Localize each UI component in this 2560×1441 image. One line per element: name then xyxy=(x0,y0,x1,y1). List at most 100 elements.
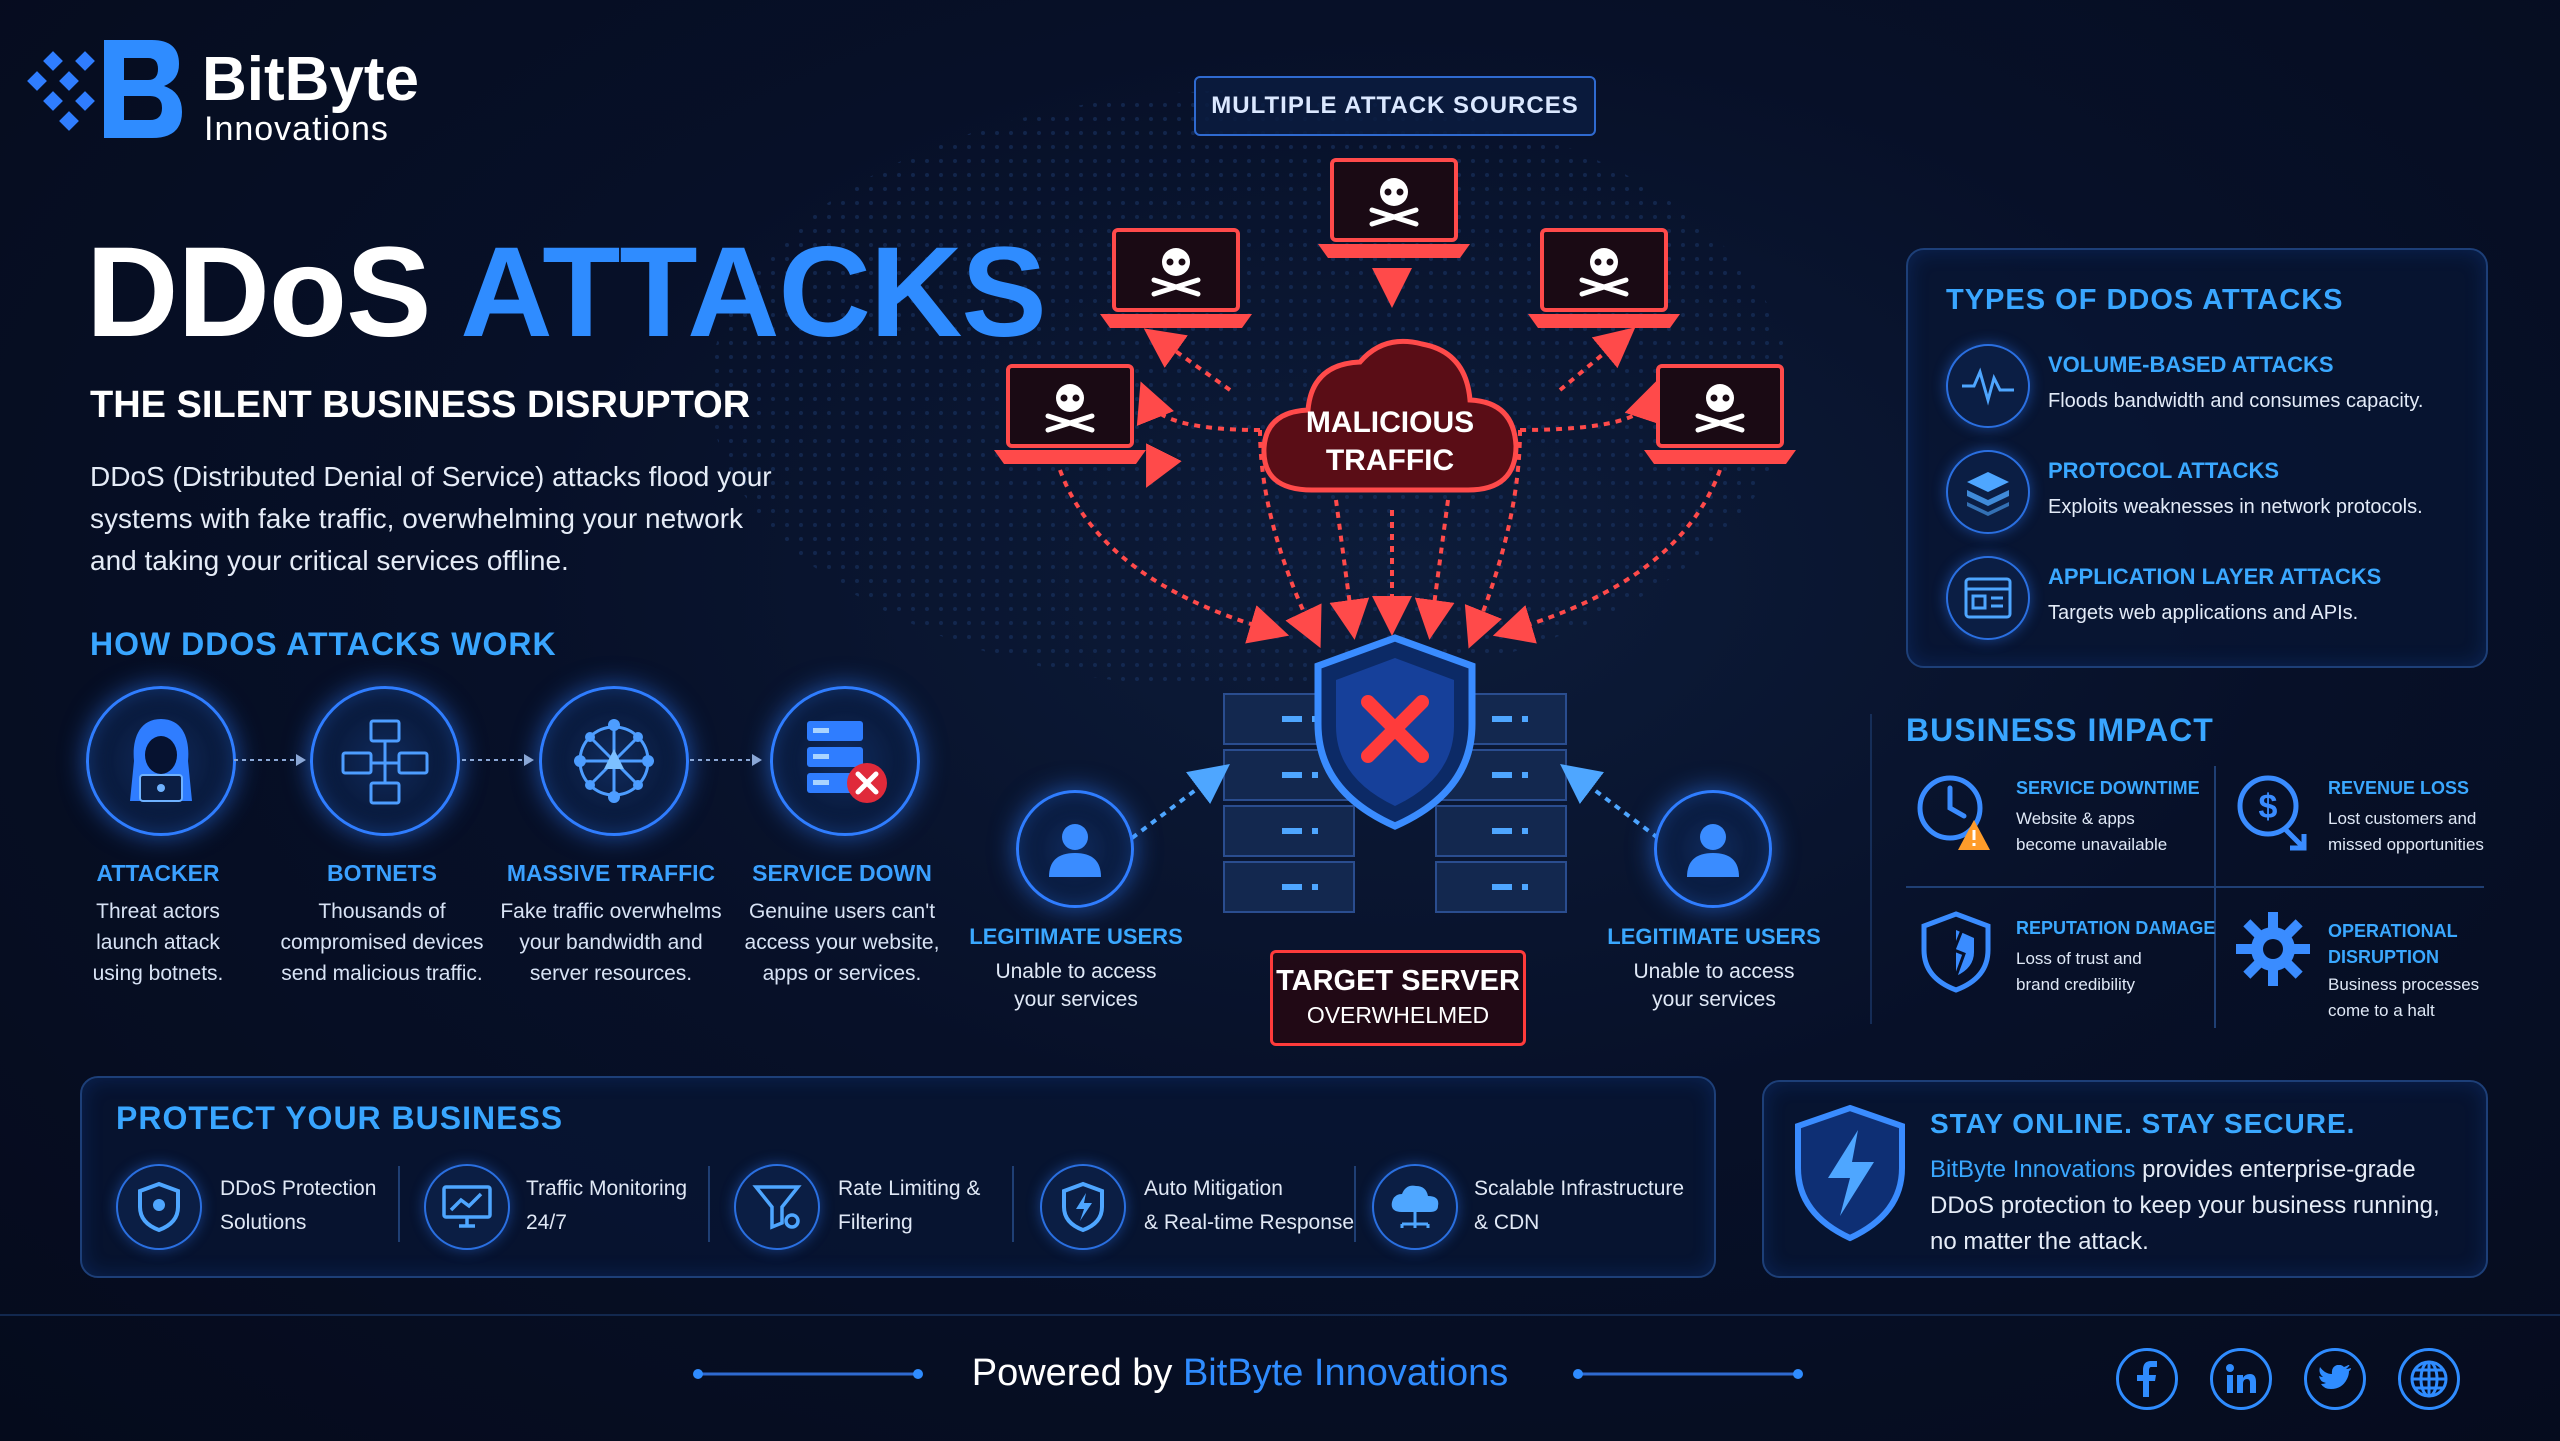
brand-sub: Innovations xyxy=(204,110,389,148)
protect-5-l1: Scalable Infrastructure xyxy=(1474,1177,1685,1200)
attacker-laptop-left xyxy=(994,364,1146,464)
footer-brand-link[interactable]: BitByte Innovations xyxy=(1182,1352,1509,1394)
type-1-title: VOLUME-BASED ATTACKS xyxy=(2048,352,2334,377)
step-4-title: SERVICE DOWN xyxy=(752,860,932,886)
step-service-down[interactable] xyxy=(770,686,920,836)
legit-right-d1: Unable to access xyxy=(1633,960,1795,983)
cloud-network-icon xyxy=(1391,1185,1439,1228)
stay-l1: provides enterprise-grade xyxy=(2142,1156,2416,1183)
step-4-d2: access your website, xyxy=(744,931,940,954)
monitor-chart-icon xyxy=(442,1185,492,1228)
attacker-laptop-upper-right xyxy=(1528,228,1680,328)
step-1-desc: Threat actors launch attack using botnet… xyxy=(43,896,273,989)
step-3-d3: server resources. xyxy=(529,962,693,985)
types-heading: TYPES OF DDOS ATTACKS xyxy=(1946,284,2344,316)
impact-3-d1: Loss of trust and xyxy=(2016,949,2142,968)
legit-left-d1: Unable to access xyxy=(995,960,1157,983)
hero-title-b: ATTACKS xyxy=(460,221,1046,364)
legit-users-right-text: LEGITIMATE USERS Unable to access your s… xyxy=(1594,924,1834,1012)
target-label-2: OVERWHELMED xyxy=(1306,1002,1490,1028)
footer-powered-text: Powered by xyxy=(971,1352,1173,1394)
stay-l2: DDoS protection to keep your business ru… xyxy=(1930,1192,2440,1219)
brand-logo[interactable]: BitByte Innovations xyxy=(24,34,444,154)
type-3-title: APPLICATION LAYER ATTACKS xyxy=(2048,564,2382,589)
protect-icon-monitoring xyxy=(424,1164,510,1250)
legit-user-right[interactable] xyxy=(1654,790,1772,908)
filter-icon xyxy=(752,1185,802,1230)
stay-brand[interactable]: BitByte Innovations xyxy=(1930,1156,2136,1183)
twitter-icon[interactable] xyxy=(2304,1348,2366,1410)
step-3-title: MASSIVE TRAFFIC xyxy=(506,860,716,886)
protect-icon-ddos xyxy=(116,1164,202,1250)
stay-l3: no matter the attack. xyxy=(1930,1228,2149,1255)
hero-title-a: DDoS xyxy=(86,221,431,364)
shield-bolt-icon xyxy=(1062,1181,1104,1233)
cloud-label-2: TRAFFIC xyxy=(1325,444,1455,477)
step-3-d2: your bandwidth and xyxy=(519,931,703,954)
protect-sep-3 xyxy=(1012,1166,1014,1242)
impact-divider-vertical xyxy=(2214,766,2216,1028)
clock-alert-icon xyxy=(1917,775,1990,850)
protect-2-label[interactable]: Traffic Monitoring 24/7 xyxy=(526,1172,687,1240)
protect-3-l1: Rate Limiting & xyxy=(838,1177,981,1200)
step-massive-traffic[interactable] xyxy=(539,686,689,836)
impact-1-desc: Website & apps become unavailable xyxy=(2016,806,2167,858)
legit-user-left[interactable] xyxy=(1016,790,1134,908)
impact-3-title: REPUTATION DAMAGE xyxy=(2016,918,2216,938)
footer-right-line xyxy=(1573,1369,1803,1379)
cloud-label-1: MALICIOUS xyxy=(1305,406,1475,439)
attacker-laptop-right xyxy=(1644,364,1796,464)
protect-5-label[interactable]: Scalable Infrastructure & CDN xyxy=(1474,1172,1684,1240)
protect-3-label[interactable]: Rate Limiting & Filtering xyxy=(838,1172,980,1240)
impact-2-title: REVENUE LOSS xyxy=(2328,778,2470,798)
step-3-desc: Fake traffic overwhelms your bandwidth a… xyxy=(496,896,726,989)
stay-panel xyxy=(1762,1080,2488,1278)
legit-right-d2: your services xyxy=(1652,988,1776,1011)
linkedin-icon[interactable] xyxy=(2210,1348,2272,1410)
impact-4-desc: Business processes come to a halt xyxy=(2328,972,2479,1024)
intro-line-3: and taking your critical services offlin… xyxy=(90,545,569,576)
step-3-d1: Fake traffic overwhelms xyxy=(500,900,722,923)
step-2-title: BOTNETS xyxy=(327,860,437,886)
protect-4-l2: & Real-time Response xyxy=(1144,1211,1355,1234)
server-down-icon xyxy=(807,721,887,803)
impact-heading: BUSINESS IMPACT xyxy=(1906,712,2214,748)
protect-3-l2: Filtering xyxy=(838,1211,913,1234)
pulse-icon xyxy=(1962,367,2014,406)
user-arrows xyxy=(1130,763,1660,840)
step-1-d1: Threat actors xyxy=(96,900,220,923)
type-3-desc: Targets web applications and APIs. xyxy=(2048,602,2359,624)
type-2-desc: Exploits weaknesses in network protocols… xyxy=(2048,496,2423,518)
step-1-d3: using botnets. xyxy=(92,962,224,985)
traffic-arrows xyxy=(1058,268,1722,649)
step-botnets[interactable] xyxy=(310,686,460,836)
globe-icon[interactable] xyxy=(2398,1348,2460,1410)
target-server-label: TARGET SERVER OVERWHELMED xyxy=(1270,950,1526,1046)
type-icon-protocol xyxy=(1946,450,2030,534)
impact-2-desc: Lost customers and missed opportunities xyxy=(2328,806,2484,858)
impact-1-d1: Website & apps xyxy=(2016,809,2135,828)
protect-icon-filter xyxy=(734,1164,820,1250)
facebook-icon[interactable] xyxy=(2116,1348,2178,1410)
protect-1-label[interactable]: DDoS Protection Solutions xyxy=(220,1172,376,1240)
impact-3-desc: Loss of trust and brand credibility xyxy=(2016,946,2142,998)
step-attacker[interactable] xyxy=(86,686,236,836)
type-icon-application xyxy=(1946,556,2030,640)
footer-divider xyxy=(0,1314,2560,1316)
type-1-desc: Floods bandwidth and consumes capacity. xyxy=(2048,390,2424,412)
impact-divider-left xyxy=(1870,714,1872,1024)
impact-4-t2: DISRUPTION xyxy=(2328,947,2440,967)
cloud-label: MALICIOUS TRAFFIC xyxy=(1252,404,1528,480)
protect-4-label[interactable]: Auto Mitigation & Real-time Response xyxy=(1144,1172,1354,1240)
protect-2-l2: 24/7 xyxy=(526,1211,567,1234)
impact-4-d2: come to a halt xyxy=(2328,1001,2435,1020)
protect-2-l1: Traffic Monitoring xyxy=(526,1177,688,1200)
type-2-title: PROTOCOL ATTACKS xyxy=(2048,458,2279,483)
impact-2-d1: Lost customers and xyxy=(2328,809,2477,828)
legit-left-title: LEGITIMATE USERS xyxy=(969,924,1183,949)
step-4-d1: Genuine users can't xyxy=(748,900,936,923)
hero-subtitle: THE SILENT BUSINESS DISRUPTOR xyxy=(90,384,751,426)
bitbyte-logo-icon xyxy=(27,40,182,138)
type-icon-volume xyxy=(1946,344,2030,428)
stay-heading: STAY ONLINE. STAY SECURE. xyxy=(1930,1108,2356,1139)
